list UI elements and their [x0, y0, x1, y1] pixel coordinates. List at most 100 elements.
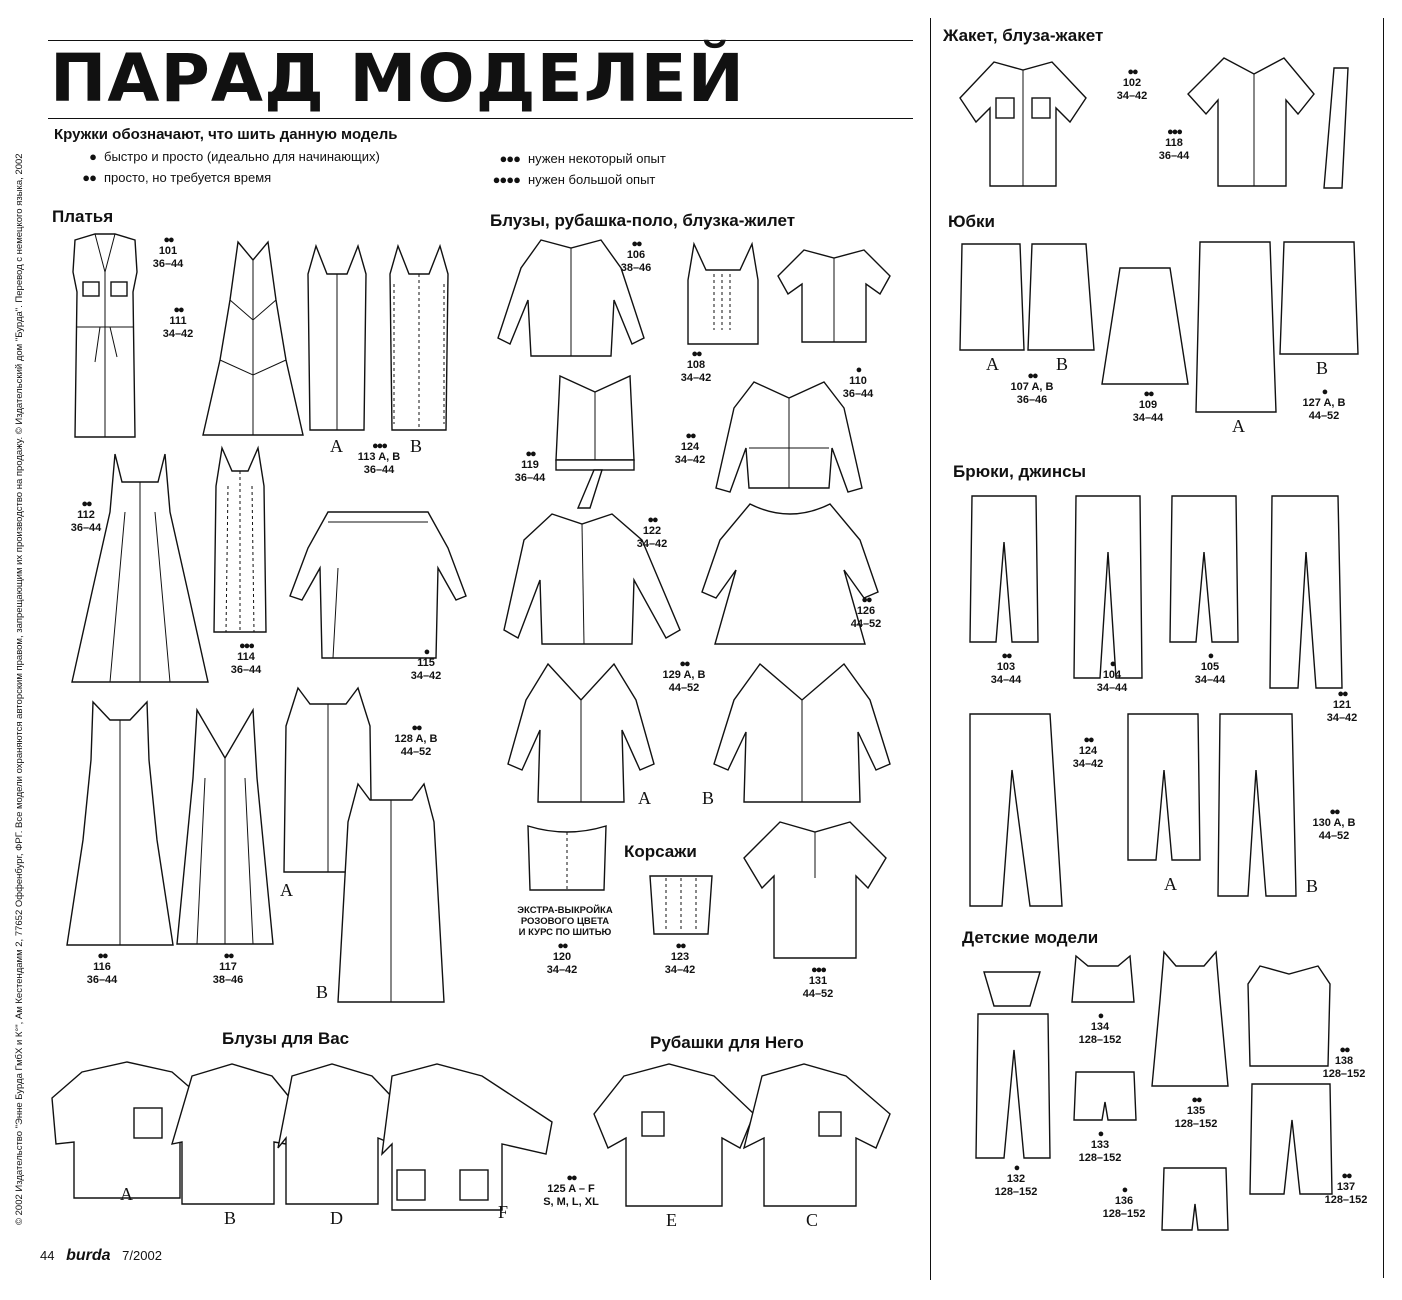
section-skirts: Юбки	[948, 212, 995, 231]
variant-letter: A	[986, 354, 999, 374]
corsage-123-sketch	[649, 875, 713, 935]
kids-134-sketch	[1071, 954, 1135, 1003]
dots-icon: ●	[89, 149, 97, 164]
blouse-129a-sketch	[507, 662, 655, 803]
variant-letter: A	[330, 436, 343, 456]
copyright-side-note: © 2002 Издательство "Энне Бурда ГмбХ и К…	[14, 153, 25, 1225]
variant-letter: F	[498, 1202, 509, 1222]
skirts-127-sketch	[1195, 241, 1359, 413]
kids-132-sketch	[975, 971, 1051, 1159]
dress-115-sketch	[289, 511, 467, 659]
kids-138-sketch	[1247, 965, 1331, 1067]
variant-letter: B	[1056, 354, 1069, 374]
dress-111-sketch	[202, 240, 304, 436]
section-blouses-you: Блузы для Вас	[222, 1029, 350, 1048]
variant-letter: D	[330, 1208, 343, 1228]
dress-113a-sketch	[307, 243, 367, 431]
dress-114-sketch	[213, 445, 267, 633]
variant-letter: A	[1232, 416, 1245, 436]
variant-letter: A	[638, 788, 651, 808]
legend-item-2: ●●просто, но требуется время	[68, 170, 271, 185]
section-trousers: Брюки, джинсы	[953, 462, 1087, 481]
kids-137-sketch	[1249, 1083, 1333, 1195]
issue-number: 7/2002	[122, 1248, 162, 1263]
page-title: ПАРАД МОДЕЛЕЙ	[50, 40, 745, 117]
vest-119-sketch	[555, 374, 635, 509]
section-kids: Детские модели	[962, 928, 1099, 947]
section-dresses: Платья	[52, 207, 114, 226]
blouse-122-sketch	[503, 513, 681, 645]
legend-item-4: ●●●●нужен большой опыт	[478, 172, 656, 187]
blouses-125-sketch	[51, 1061, 553, 1211]
section-blouses: Блузы, рубашка-поло, блузка-жилет	[490, 211, 796, 230]
skirts-107-sketch	[959, 243, 1095, 351]
variant-letter: A	[1164, 874, 1177, 894]
section-jacket: Жакет, блуза-жакет	[943, 26, 1104, 45]
page-footer: 44 burda 7/2002	[40, 1247, 162, 1265]
right-edge-rule	[1383, 18, 1384, 1278]
variant-letter: C	[806, 1210, 819, 1230]
variant-letter: B	[410, 436, 423, 456]
blouse-129b-sketch	[713, 662, 891, 803]
trousers-124-130-sketch	[969, 713, 1297, 907]
blouse-110-sketch	[777, 249, 891, 343]
dress-117-sketch	[176, 707, 274, 945]
variant-letter: B	[224, 1208, 237, 1228]
variant-letter: E	[666, 1210, 677, 1230]
legend-item-3: ●●●нужен некоторый опыт	[488, 151, 665, 166]
dress-113b-sketch	[389, 243, 449, 431]
dress-112-sketch	[71, 453, 209, 683]
jacket-118-sketch	[1187, 57, 1349, 189]
variant-letter: B	[1316, 358, 1329, 378]
section-shirts-him: Рубашки для Него	[650, 1033, 804, 1052]
variant-letter: A	[280, 880, 293, 900]
blouse-108-sketch	[687, 241, 759, 345]
dots-icon: ●●	[82, 170, 97, 185]
blouse-126-sketch	[701, 503, 879, 645]
corsage-note: ЭКСТРА-ВЫКРОЙКА РОЗОВОГО ЦВЕТА И КУРС ПО…	[517, 905, 613, 938]
legend-item-1: ●быстро и просто (идеально для начинающи…	[68, 149, 380, 164]
dress-128b-sketch	[337, 782, 445, 1003]
kids-136-sketch	[1161, 1167, 1229, 1231]
dress-116-sketch	[66, 700, 174, 946]
brand-logo: burda	[66, 1247, 111, 1264]
kids-135-sketch	[1151, 950, 1229, 1087]
variant-letter: A	[120, 1184, 133, 1204]
variant-letter: B	[1306, 876, 1319, 896]
dress-101-sketch	[72, 233, 138, 438]
blouse-106-sketch	[497, 239, 645, 357]
